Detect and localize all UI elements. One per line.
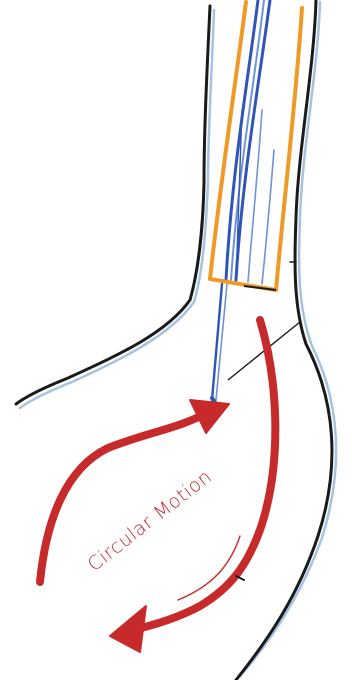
circular-motion-label: Circular Motion xyxy=(84,466,217,576)
vessel-outline xyxy=(16,0,332,680)
left-wall-shading xyxy=(20,10,214,408)
catheter-shaft-line-b xyxy=(262,150,274,284)
right-arc-thin-stroke xyxy=(178,536,240,600)
sheath xyxy=(210,2,302,290)
left-vessel-wall xyxy=(16,6,210,404)
vessel-wall-shading xyxy=(20,2,336,676)
right-arc-arrowhead xyxy=(110,606,146,652)
